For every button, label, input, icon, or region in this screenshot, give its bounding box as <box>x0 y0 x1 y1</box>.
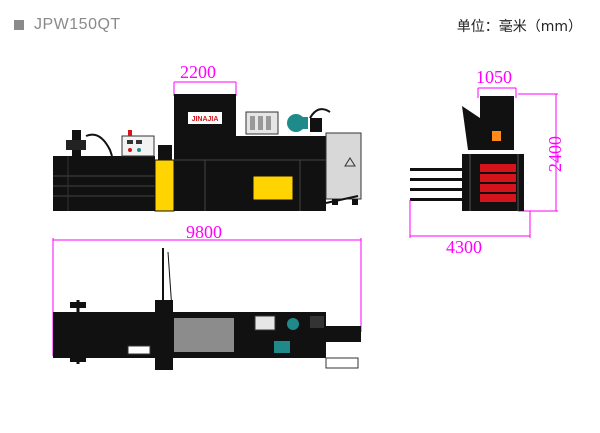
logo-plate <box>188 112 222 124</box>
front-yellow-column <box>154 159 175 212</box>
bullet-square-icon <box>14 20 24 30</box>
dimension-label-2400: 2400 <box>545 136 565 172</box>
bale-stack <box>480 194 516 202</box>
logo-text: JINAJIA <box>192 116 219 123</box>
dimension-side-height: 2400 <box>518 93 565 212</box>
title-bar: JPW150QT <box>14 14 121 36</box>
dimension-side-depth: 4300 <box>409 200 531 257</box>
electric-cabinet <box>325 132 362 200</box>
top-view: 9800 <box>52 222 362 370</box>
front-view: 2200 JINAJIA <box>53 62 362 212</box>
dimension-label-2200: 2200 <box>180 62 216 82</box>
dimension-top-length: 9800 <box>52 222 362 356</box>
front-yellow-door <box>252 175 294 201</box>
unit-label: 单位：毫米（mm） <box>456 19 582 35</box>
side-indicator <box>492 131 501 141</box>
side-rails <box>410 198 462 201</box>
model-name: JPW150QT <box>34 16 121 33</box>
dimension-front-upper-width: 2200 <box>173 62 237 96</box>
top-cabinet <box>325 357 359 369</box>
top-pump-icon <box>287 318 299 330</box>
warning-triangle-icon <box>344 157 356 167</box>
top-discharge <box>326 326 361 342</box>
top-control-panel <box>127 345 151 355</box>
top-chamber-window <box>174 318 234 352</box>
side-hopper <box>462 96 514 150</box>
front-chamber-body <box>53 156 155 211</box>
control-panel <box>121 135 155 157</box>
side-chamber <box>462 154 524 211</box>
side-view: 1050 2400 4300 <box>409 67 565 257</box>
dimension-label-4300: 4300 <box>446 237 482 257</box>
top-valve-block <box>254 315 276 331</box>
dimension-label-1050: 1050 <box>476 67 512 87</box>
dimension-label-9800: 9800 <box>186 222 222 242</box>
top-column <box>155 300 173 370</box>
top-motor-icon <box>274 341 290 353</box>
dimension-side-width: 1050 <box>476 67 517 98</box>
